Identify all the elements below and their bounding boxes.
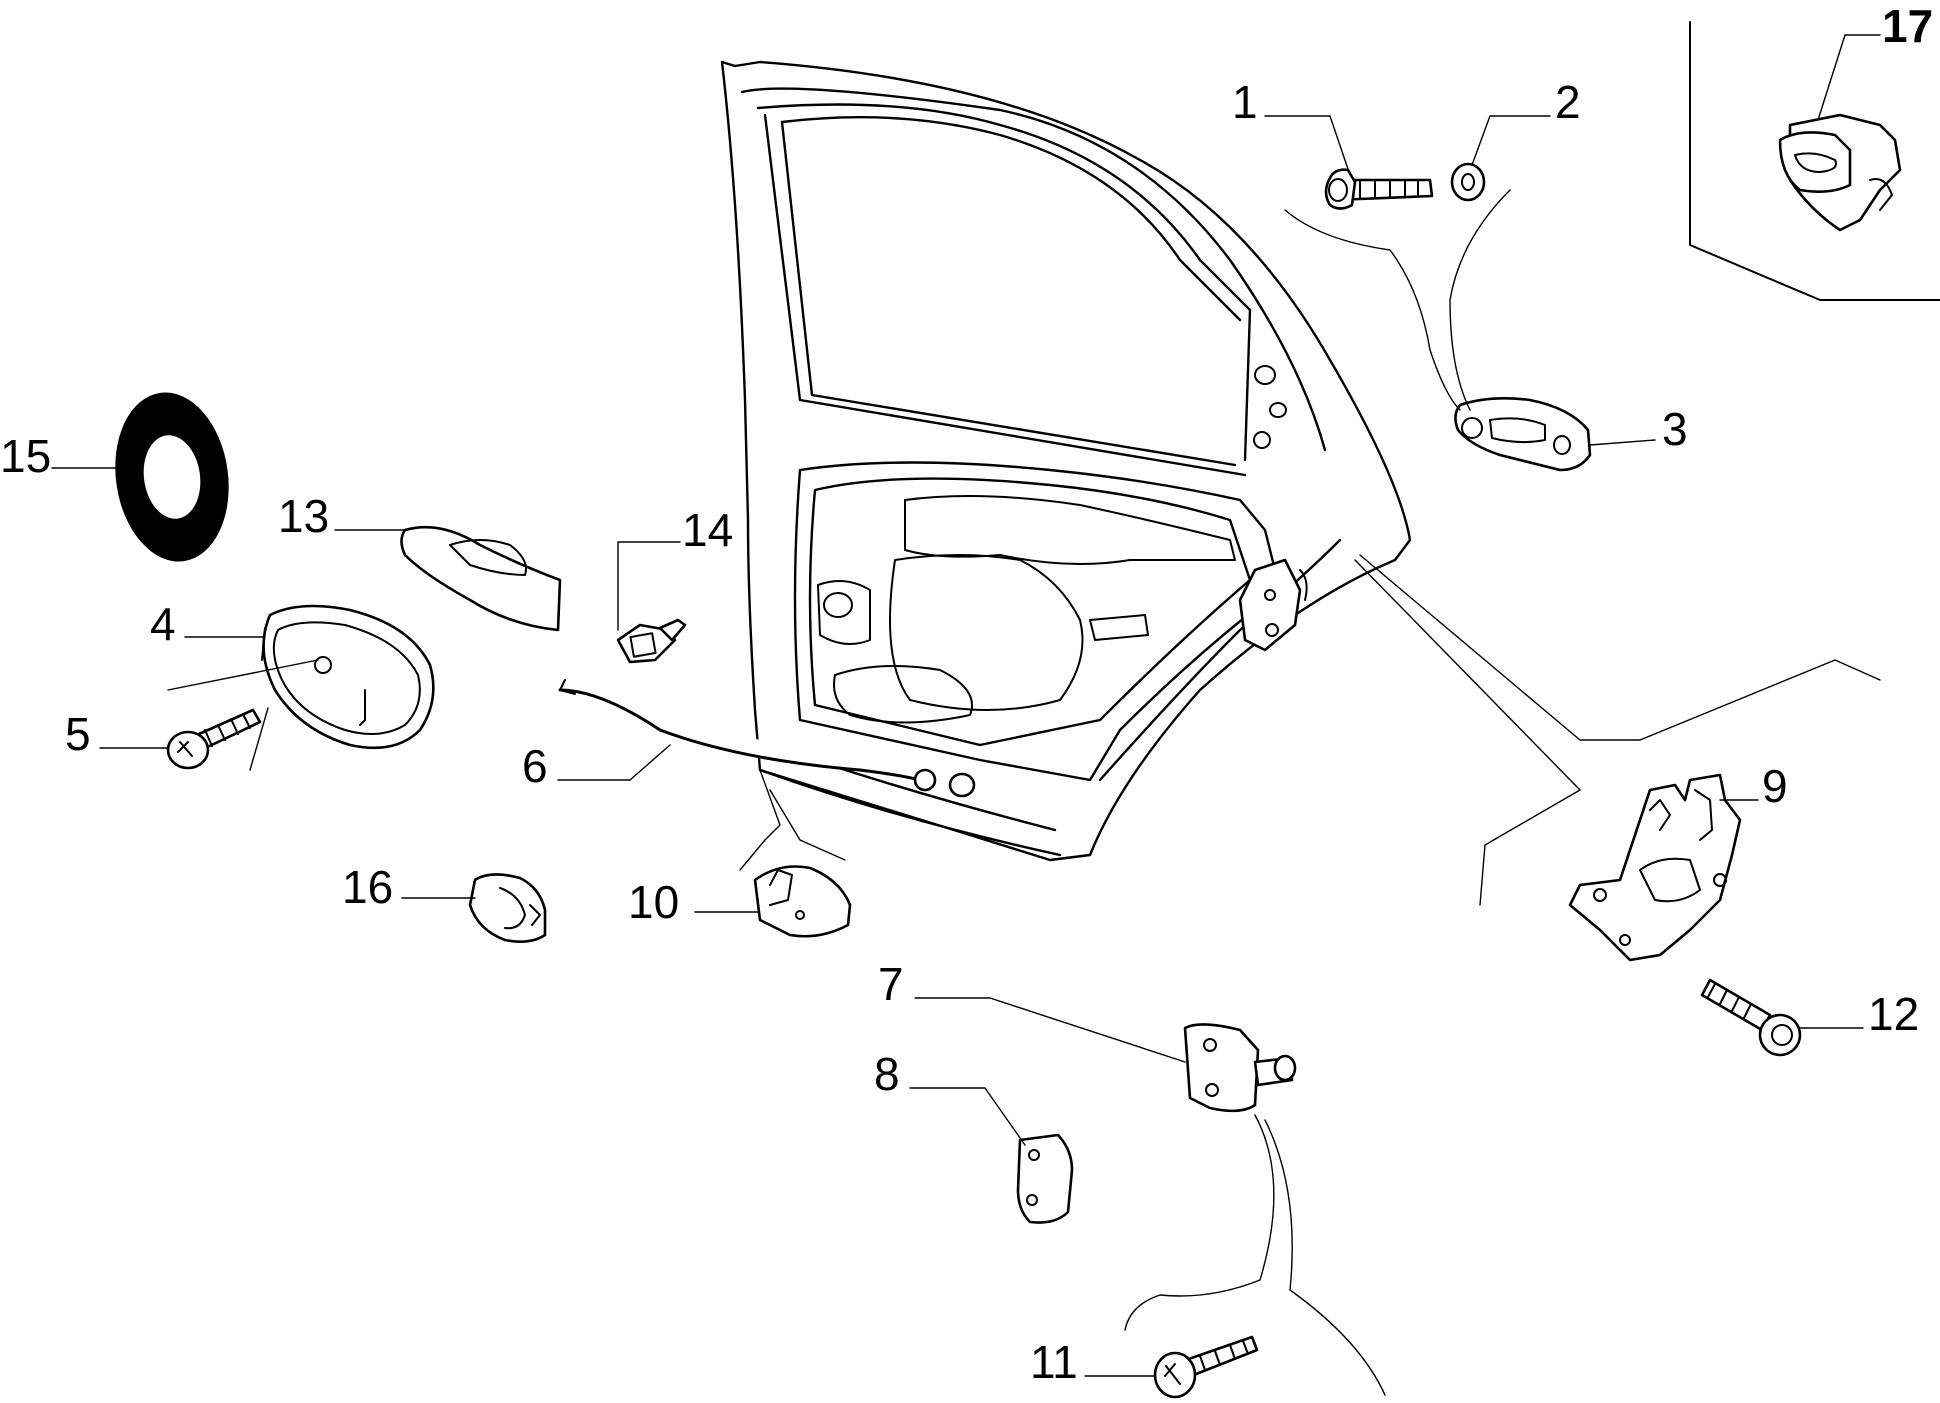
part-9-latch	[1568, 773, 1742, 962]
callout-11: 11	[1030, 1336, 1078, 1388]
part-3-striker	[1454, 397, 1592, 472]
part-11-screw	[1153, 1335, 1259, 1399]
part-15-seal-ring	[115, 392, 229, 562]
part-8-plate	[1016, 1133, 1074, 1224]
leader-lines	[51, 34, 1881, 1396]
callout-3: 3	[1662, 403, 1688, 455]
inset-box-17	[1689, 21, 1940, 301]
callout-15: 15	[0, 430, 51, 482]
callout-5: 5	[65, 708, 91, 760]
part-2-washer	[1450, 162, 1486, 202]
door-panel	[720, 60, 1412, 862]
callout-4: 4	[150, 598, 176, 650]
callout-7: 7	[878, 958, 904, 1010]
part-12-bolt	[1700, 978, 1802, 1057]
part-10-clip	[753, 865, 852, 938]
callout-6: 6	[522, 740, 548, 792]
part-4-handle-bezel	[261, 604, 435, 750]
callout-14: 14	[682, 504, 733, 556]
part-17-lock-clip	[1778, 113, 1902, 232]
part-16-bushing	[468, 873, 547, 943]
part-6-rod	[558, 679, 976, 798]
part-13-inner-handle	[400, 525, 562, 632]
callout-9: 9	[1762, 760, 1788, 812]
callout-13: 13	[278, 490, 329, 542]
part-1-bolt	[1324, 168, 1434, 210]
callout-17: 17	[1882, 0, 1933, 52]
part-14-push-pin	[616, 618, 687, 664]
part-7-striker-block	[1183, 1023, 1297, 1113]
callout-16: 16	[342, 861, 393, 913]
callout-8: 8	[874, 1048, 900, 1100]
callout-2: 2	[1555, 76, 1581, 128]
callout-12: 12	[1868, 988, 1919, 1040]
callout-1: 1	[1232, 76, 1258, 128]
callout-10: 10	[628, 876, 679, 928]
part-5-screw	[166, 708, 262, 770]
